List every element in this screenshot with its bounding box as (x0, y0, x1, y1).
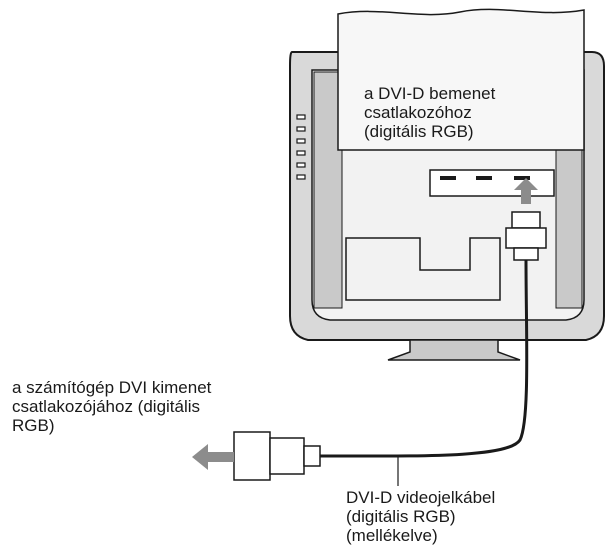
vent-slots (296, 114, 306, 180)
connector-panel (429, 169, 555, 197)
label-computer-output: a számítógép DVI kimenet csatlakozójához… (12, 378, 212, 435)
label-cable: DVI-D videojelkábel (digitális RGB) (mel… (346, 488, 496, 545)
callout-paper (337, 8, 585, 151)
input-ports (440, 176, 530, 180)
monitor-stand (387, 339, 521, 361)
arrow-left-icon (192, 444, 234, 470)
dvi-connector-computer-end (233, 431, 321, 481)
cable-guide (345, 237, 501, 301)
arrow-up-icon (514, 178, 538, 204)
label-monitor-input: a DVI-D bemenet csatlakozóhoz (digitális… (364, 84, 496, 141)
dvi-cable (317, 259, 529, 458)
